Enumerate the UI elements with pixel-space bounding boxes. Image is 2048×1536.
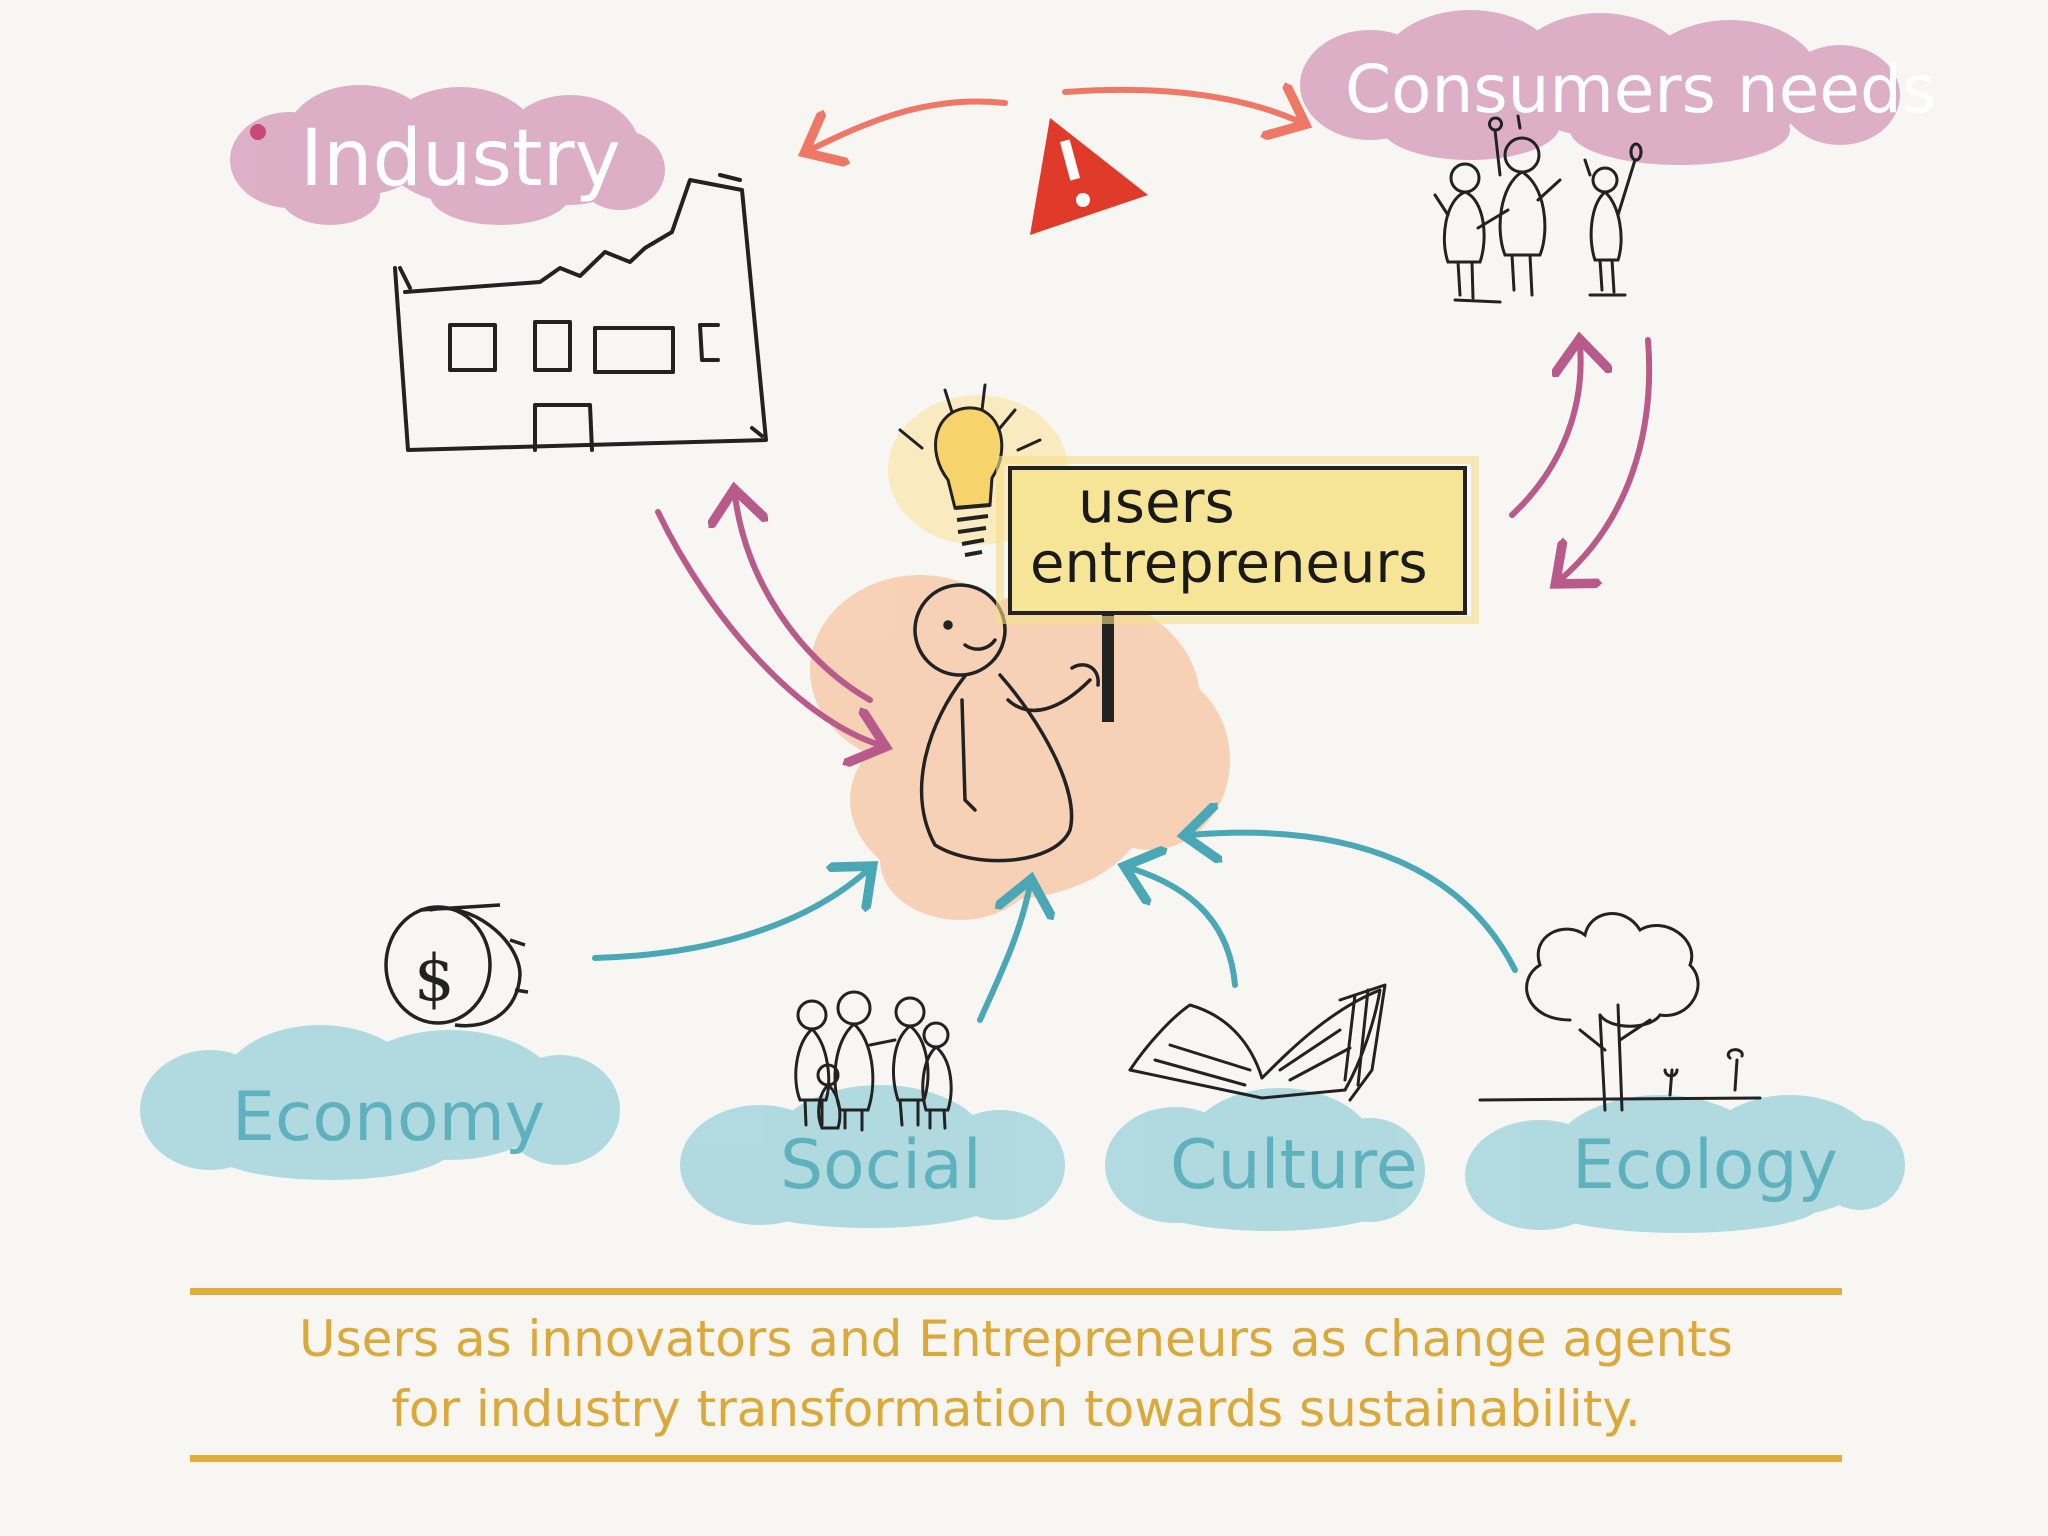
dollar-sign: $ xyxy=(414,942,455,1016)
sign-line2: entrepreneurs xyxy=(1030,531,1428,596)
cloud-dot xyxy=(250,124,266,140)
consumers-cloud xyxy=(1300,10,1900,165)
economy-cloud xyxy=(140,1025,620,1180)
culture-label: Culture xyxy=(1170,1126,1418,1205)
people-icon xyxy=(1433,114,1643,304)
industry-consumer-arrow xyxy=(800,90,1300,185)
social-people-icon xyxy=(794,990,953,1132)
social-cloud xyxy=(680,1085,1065,1228)
consumers-label: Consumers needs xyxy=(1345,51,1936,128)
pillar-arrows xyxy=(592,833,1518,1023)
caption-line2: for industry transformation towards sust… xyxy=(391,1380,1641,1438)
user-figure-icon xyxy=(913,583,1100,863)
caption-line1: Users as innovators and Entrepreneurs as… xyxy=(299,1310,1733,1368)
ecology-label: Ecology xyxy=(1572,1126,1838,1205)
industry-user-arrows xyxy=(655,495,880,745)
sign-board xyxy=(996,456,1479,624)
tree-icon xyxy=(1478,912,1762,1112)
sign-line1: users xyxy=(1078,468,1235,536)
coin-icon: $ xyxy=(384,903,529,1028)
user-blob xyxy=(810,575,1230,920)
caption-box: Users as innovators and Entrepreneurs as… xyxy=(190,1288,1842,1462)
social-label: Social xyxy=(780,1126,982,1205)
book-icon xyxy=(1128,983,1387,1102)
ecology-cloud xyxy=(1465,1095,1905,1233)
industry-label: Industry xyxy=(300,114,621,204)
factory-icon xyxy=(393,173,768,452)
culture-cloud xyxy=(1105,1088,1425,1231)
consumer-user-arrows xyxy=(1509,340,1653,580)
economy-label: Economy xyxy=(232,1078,545,1157)
industry-cloud xyxy=(230,85,665,225)
warning-icon xyxy=(1030,118,1148,235)
